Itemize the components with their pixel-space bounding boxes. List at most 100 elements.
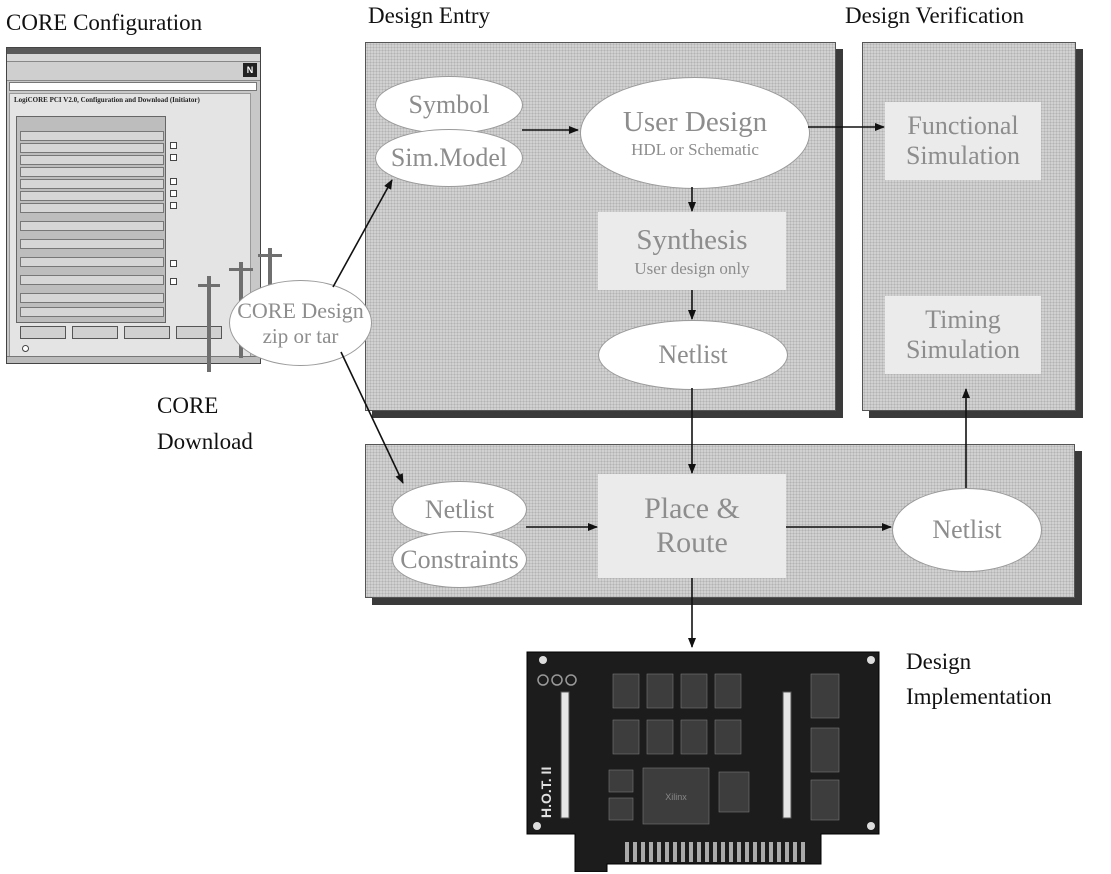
form-checkbox xyxy=(170,142,177,149)
board-edge-contact xyxy=(625,842,629,862)
board-edge-contact xyxy=(785,842,789,862)
core-download-label-line1: CORE xyxy=(157,393,219,418)
board-small-chip xyxy=(608,769,634,793)
netlist-entry-node: Netlist xyxy=(598,320,788,390)
screenshot-page: LogiCORE PCI V2.0, Configuration and Dow… xyxy=(9,93,251,357)
screenshot-form xyxy=(16,116,166,323)
user-design-subtitle: HDL or Schematic xyxy=(631,140,759,160)
board-header xyxy=(810,727,840,773)
form-row xyxy=(20,131,164,141)
functional-simulation-box: Functional Simulation xyxy=(885,102,1041,180)
board-connector xyxy=(560,691,570,819)
board-header xyxy=(810,779,840,821)
symbol-node: Symbol xyxy=(375,76,523,134)
form-row xyxy=(20,275,164,285)
core-configuration-label: CORE Configuration xyxy=(6,10,203,35)
form-button xyxy=(176,326,222,339)
core-design-title: CORE Design xyxy=(237,297,364,323)
board-edge-contact xyxy=(681,842,685,862)
core-design-node: CORE Design zip or tar xyxy=(229,280,372,366)
form-checkbox xyxy=(170,278,177,285)
form-row xyxy=(20,143,164,153)
functional-simulation-line1: Functional xyxy=(907,111,1019,140)
board-memory-chip xyxy=(680,719,708,755)
screenshot-toolbar xyxy=(7,62,260,81)
timing-simulation-line2: Simulation xyxy=(905,335,1021,364)
board-fpga-chip xyxy=(642,767,710,825)
board-small-chip xyxy=(718,771,750,813)
form-row xyxy=(20,307,164,317)
board-edge-contact xyxy=(649,842,653,862)
screenshot-statusbar xyxy=(7,356,260,363)
synthesis-box: Synthesis User design only xyxy=(598,212,786,290)
board-edge-contact xyxy=(745,842,749,862)
core-configuration-screenshot: N LogiCORE PCI V2.0, Configuration and D… xyxy=(6,47,261,364)
board-edge-contact xyxy=(737,842,741,862)
form-row xyxy=(20,167,164,177)
synthesis-subtitle: User design only xyxy=(634,258,750,278)
board-edge-contact xyxy=(761,842,765,862)
pci-board-image: Xilinx H.O.T. II xyxy=(526,651,880,872)
netlist-impl-input-node: Netlist xyxy=(392,481,527,538)
form-row xyxy=(20,203,164,213)
form-row xyxy=(20,293,164,303)
sim-model-node: Sim.Model xyxy=(375,129,523,187)
user-design-title: User Design xyxy=(622,105,768,138)
board-memory-chip xyxy=(646,673,674,709)
core-design-subtitle: zip or tar xyxy=(262,324,339,349)
core-download-label-line2: Download xyxy=(157,429,253,454)
form-row xyxy=(20,191,164,201)
board-edge-contact xyxy=(753,842,757,862)
timing-simulation-line1: Timing xyxy=(925,305,1001,334)
board-edge-contact xyxy=(713,842,717,862)
form-row xyxy=(20,239,164,249)
form-checkbox xyxy=(170,178,177,185)
netlist-impl-output-node: Netlist xyxy=(892,488,1042,572)
form-row xyxy=(20,221,164,231)
board-edge-contact xyxy=(689,842,693,862)
board-led xyxy=(551,674,563,686)
form-checkbox xyxy=(170,190,177,197)
form-checkbox xyxy=(170,154,177,161)
form-button xyxy=(72,326,118,339)
board-memory-chip xyxy=(714,673,742,709)
screenshot-page-title: LogiCORE PCI V2.0, Configuration and Dow… xyxy=(14,96,200,104)
board-edge-contact xyxy=(697,842,701,862)
place-route-box: Place & Route xyxy=(598,474,786,578)
board-edge-contact xyxy=(657,842,661,862)
board-mount-hole xyxy=(539,656,547,664)
form-row xyxy=(20,179,164,189)
board-mount-hole xyxy=(533,822,541,830)
constraints-node: Constraints xyxy=(392,531,527,588)
board-edge-contact xyxy=(721,842,725,862)
board-brand-logo: H.O.T. II xyxy=(538,767,554,818)
board-edge-contact xyxy=(793,842,797,862)
board-led xyxy=(565,674,577,686)
board-memory-chip xyxy=(680,673,708,709)
board-memory-chip xyxy=(646,719,674,755)
screenshot-menubar xyxy=(7,54,260,62)
screenshot-titlebar xyxy=(7,48,260,54)
netscape-logo-icon: N xyxy=(243,63,257,77)
board-header xyxy=(810,673,840,719)
board-chip-label: Xilinx xyxy=(665,792,687,802)
board-mount-hole xyxy=(867,656,875,664)
board-led xyxy=(537,674,549,686)
timing-simulation-box: Timing Simulation xyxy=(885,296,1041,374)
board-edge-contact xyxy=(665,842,669,862)
board-edge-contact xyxy=(641,842,645,862)
board-mount-hole xyxy=(867,822,875,830)
board-connector xyxy=(782,691,792,819)
board-edge-contact xyxy=(777,842,781,862)
board-edge-contact xyxy=(769,842,773,862)
form-checkbox xyxy=(170,202,177,209)
place-route-line1: Place & xyxy=(644,492,740,525)
screenshot-address-bar xyxy=(9,82,257,91)
form-row xyxy=(20,257,164,267)
board-edge-contact xyxy=(801,842,805,862)
form-button xyxy=(20,326,66,339)
form-checkbox xyxy=(170,260,177,267)
board-edge-contact xyxy=(705,842,709,862)
board-memory-chip xyxy=(612,719,640,755)
